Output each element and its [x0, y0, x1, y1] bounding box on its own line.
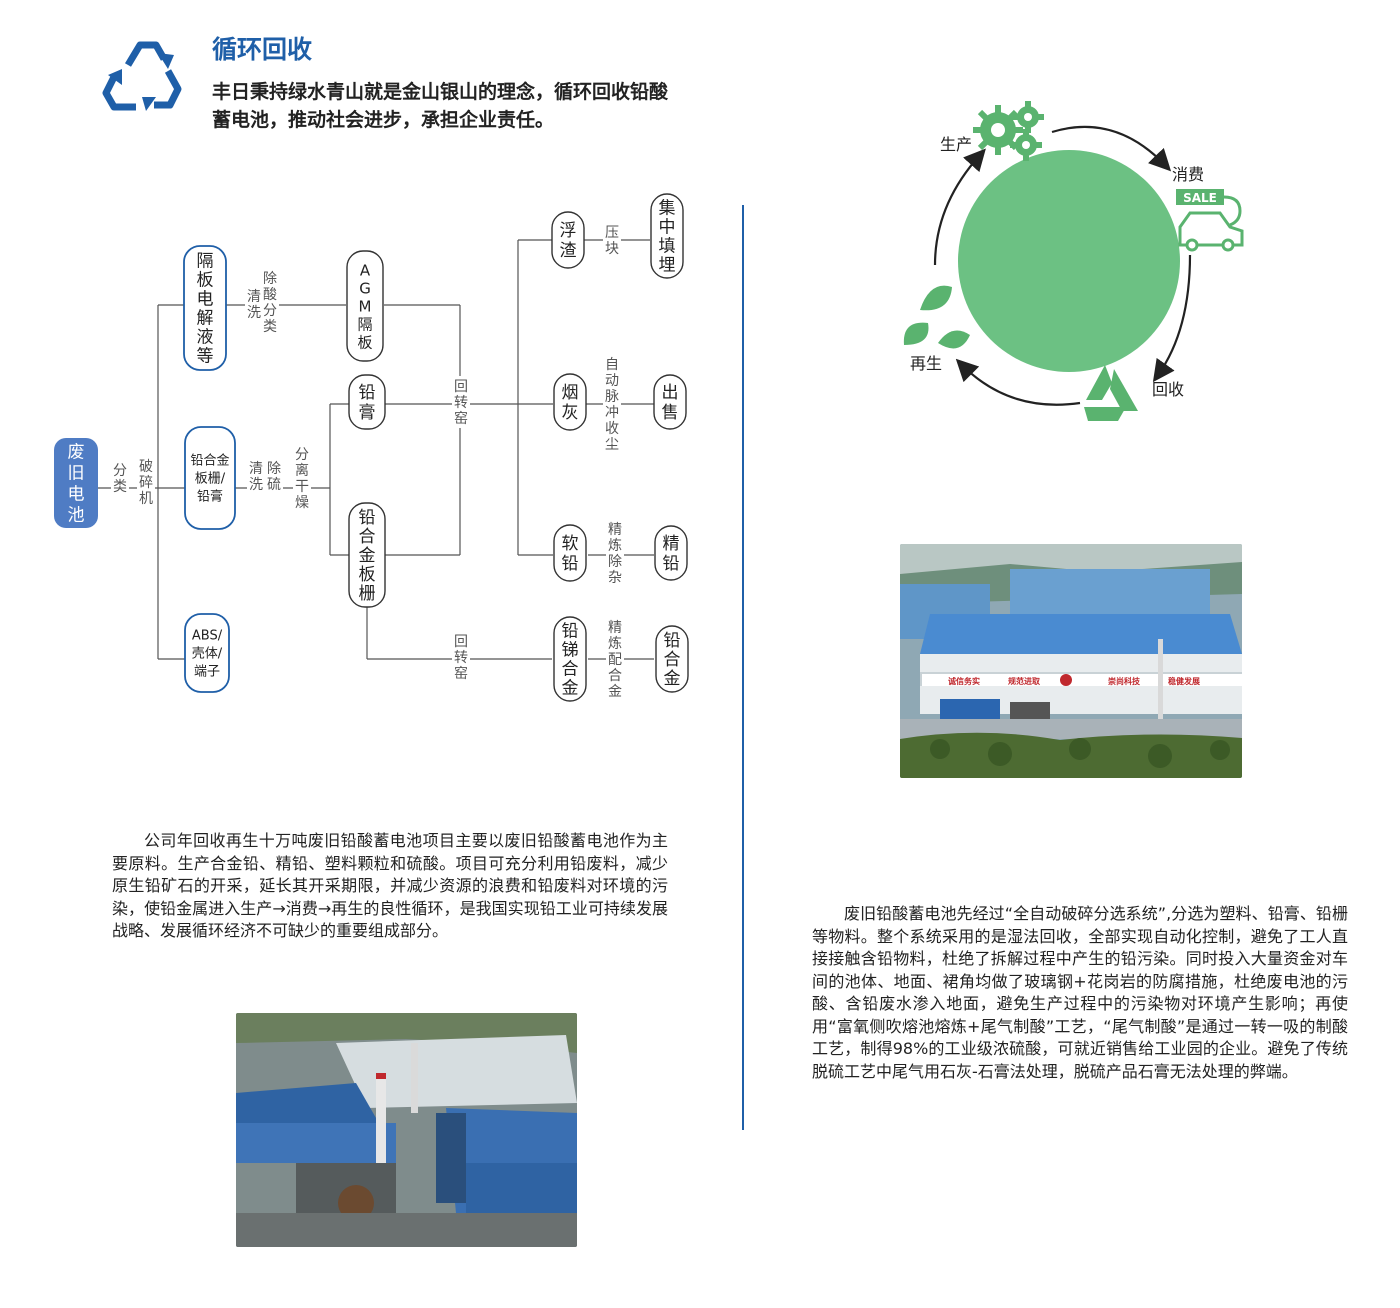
flow-step-label: 自动脉冲收尘 [605, 357, 619, 453]
page-title: 循环回收 [212, 35, 313, 64]
flow-node-label: 铅合金板栅 [359, 508, 376, 604]
factory-photo-front: 诚信务实 规范进取 崇尚科技 稳健发展 [900, 544, 1242, 778]
banner-text: 规范进取 [1008, 676, 1040, 686]
factory-photo-aerial [236, 1013, 577, 1247]
flow-label-bg [603, 222, 621, 258]
photo-banner: 诚信务实 规范进取 崇尚科技 稳健发展 [948, 676, 1200, 686]
flow-label-bg [245, 286, 263, 322]
flow-node-box [54, 438, 98, 528]
flow-node-box [654, 525, 688, 581]
label-recycle: 回收 [1152, 380, 1184, 399]
flow-step-label: 精炼除杂 [608, 522, 622, 586]
recycle-triangle-icon [1084, 365, 1138, 421]
flow-node-label: 精铅 [663, 534, 680, 574]
flow-node-box [553, 616, 587, 702]
flow-node-box [653, 374, 687, 430]
intro-paragraph-left: 公司年回收再生十万吨废旧铅酸蓄电池项目主要以废旧铅酸蓄电池作为主要原料。生产合金… [112, 831, 668, 940]
flow-node-label: 出售 [662, 383, 679, 423]
flow-node-label: 铅锑合金 [562, 622, 579, 699]
banner-text: 诚信务实 [948, 676, 980, 686]
flow-node-box [184, 426, 236, 530]
flow-step-label: 除硫 [267, 461, 281, 493]
flow-label-bg [111, 460, 129, 496]
flow-node-box [650, 193, 684, 279]
flow-node-label: 浮渣 [560, 221, 577, 261]
label-consumption: 消费 [1172, 165, 1204, 184]
flow-node-box [553, 524, 587, 582]
flow-label-bg [603, 354, 621, 454]
banner-text: 稳健发展 [1168, 676, 1200, 686]
leaves-icon [903, 285, 970, 349]
flow-node-box [346, 250, 384, 362]
flow-node-box [553, 373, 587, 431]
flow-step-label: 回转窑 [454, 379, 468, 427]
flow-step-label: 破碎机 [139, 459, 153, 507]
banner-text: 崇尚科技 [1108, 676, 1141, 686]
column-divider [742, 205, 744, 1130]
flow-node-box [655, 625, 689, 693]
flow-label-bg [606, 617, 624, 701]
label-regeneration: 再生 [910, 354, 942, 373]
flow-node-label: 铅膏 [359, 383, 376, 423]
flow-label-bg [452, 376, 470, 428]
flow-step-label: 清洗 [247, 289, 261, 321]
flow-label-bg [606, 519, 624, 587]
flow-label-bg [137, 456, 155, 508]
flow-label-bg [452, 631, 470, 683]
flow-node-label: 铅合金板栅/铅膏 [190, 453, 229, 505]
flow-node-box [551, 211, 585, 269]
flow-step-label: 分离干燥 [295, 447, 309, 511]
flow-step-label: 回转窑 [454, 634, 468, 682]
flow-step-label: 精炼配合金 [608, 620, 622, 700]
flow-node-label: ABS/壳体/端子 [192, 629, 223, 680]
flow-step-label: 清洗 [249, 461, 263, 493]
flow-node-label: 铅合金 [664, 631, 681, 689]
flow-label-bg [265, 458, 283, 494]
cycle-center-circle [958, 150, 1180, 372]
flow-node-box [183, 245, 227, 371]
process-paragraph-right: 废旧铅酸蓄电池先经过“全自动破碎分选系统”,分选为塑料、铅膏、铅栅等物料。整个系… [812, 904, 1348, 1081]
label-production: 生产 [940, 135, 972, 154]
flow-step-label: 压块 [605, 225, 619, 257]
flow-node-box [184, 613, 230, 693]
flow-label-bg [247, 458, 265, 494]
sale-tag-text: SALE [1183, 191, 1217, 205]
flow-node-label: 废旧电池 [68, 443, 85, 526]
flow-node-label: 集中填埋 [659, 199, 676, 276]
recycle-icon [102, 41, 182, 111]
flow-label-bg [293, 444, 311, 512]
gears-icon [973, 101, 1044, 161]
flow-step-label: 除酸分类 [263, 271, 277, 335]
flow-node-box [348, 374, 386, 430]
cycle-arrows [933, 125, 1192, 406]
flow-step-label: 分类 [113, 463, 127, 495]
flow-node-label: 烟灰 [562, 383, 579, 423]
sale-car-icon: SALE [1176, 189, 1244, 252]
flow-node-label: 软铅 [562, 534, 579, 574]
flow-node-box [348, 502, 386, 608]
lifecycle-diagram: SALE 生产 消费 回收 再生 [903, 101, 1244, 421]
intro-text: 丰日秉持绿水青山就是金山银山的理念，循环回收铅酸蓄电池，推动社会进步，承担企业责… [212, 81, 669, 131]
flow-label-bg [261, 268, 279, 336]
flow-node-label: 隔板电解液等 [197, 252, 214, 367]
